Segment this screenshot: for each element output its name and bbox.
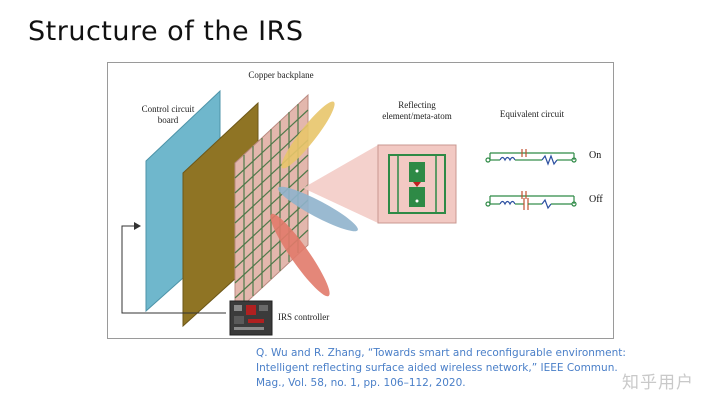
label-reflecting-line1: Reflecting — [398, 100, 436, 110]
label-control-line2: board — [157, 115, 179, 125]
meta-atom-patch-bottom — [409, 187, 425, 207]
label-equivalent-circuit: Equivalent circuit — [499, 109, 565, 119]
citation: Q. Wu and R. Zhang, “Towards smart and r… — [256, 346, 676, 391]
equivalent-circuit-off — [485, 195, 577, 210]
equivalent-circuit-on — [485, 152, 577, 166]
feedback-arrowhead — [134, 222, 141, 230]
label-reflecting-line2: element/meta-atom — [382, 111, 452, 121]
label-copper-backplane: Copper backplane — [248, 70, 314, 80]
pin-diode — [413, 182, 421, 187]
label-reflecting-element: Reflecting element/meta-atom — [362, 100, 472, 122]
slide-title: Structure of the IRS — [28, 16, 304, 47]
irs-structure-figure: Copper backplane Control circuit board R… — [107, 62, 614, 339]
beam-blue — [278, 186, 358, 232]
label-control-line1: Control circuit — [141, 104, 195, 114]
citation-line2: Intelligent reflecting surface aided wir… — [256, 362, 618, 374]
irs-diagram — [121, 89, 577, 336]
label-irs-controller: IRS controller — [278, 312, 330, 322]
citation-line3: Mag., Vol. 58, no. 1, pp. 106–112, 2020. — [256, 377, 466, 389]
label-control-circuit-board: Control circuit board — [118, 104, 218, 126]
beam-red — [270, 213, 330, 297]
watermark: 知乎用户 — [622, 373, 694, 393]
beam-yellow — [281, 101, 335, 169]
label-state-on: On — [589, 150, 602, 161]
label-state-off: Off — [589, 194, 603, 205]
zoom-cone — [303, 145, 378, 223]
citation-line1: Q. Wu and R. Zhang, “Towards smart and r… — [256, 347, 626, 359]
control-feedback-line — [121, 225, 226, 314]
